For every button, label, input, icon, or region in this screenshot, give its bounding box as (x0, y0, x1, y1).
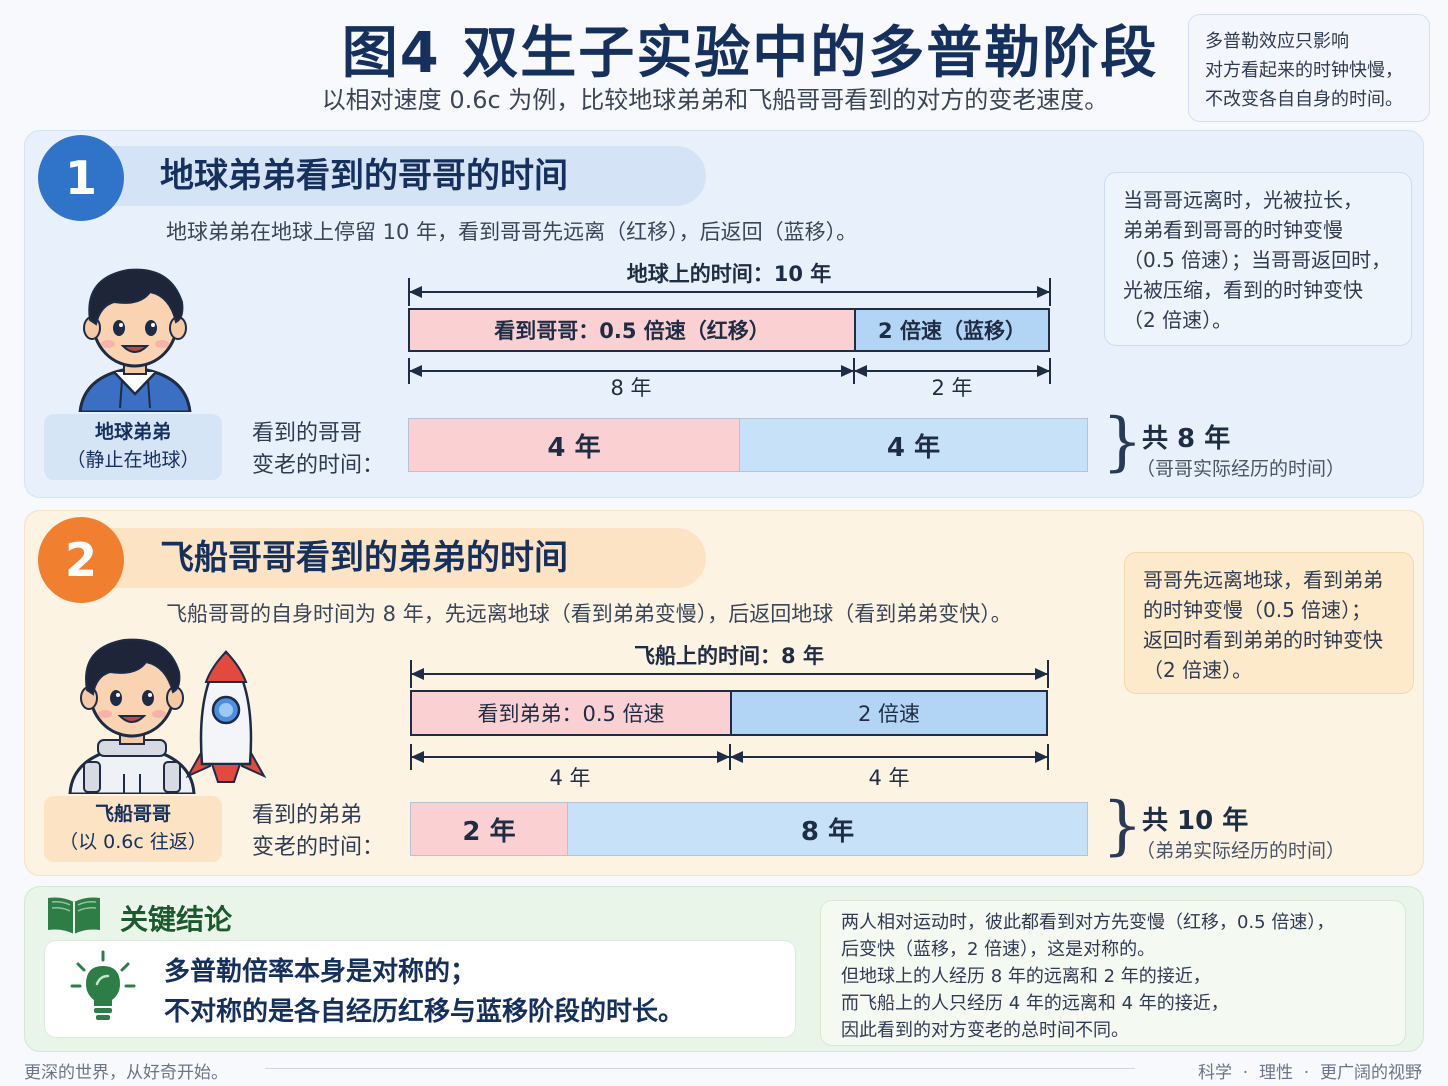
earth-aging-blue-segment: 4 年 (740, 418, 1088, 472)
conclusion-note-line: 但地球上的人经历 8 年的远离和 2 年的接近， (841, 966, 1211, 987)
header-note: 多普勒效应只影响 对方看起来的时钟快慢， 不改变各自自身的时间。 (1188, 14, 1430, 122)
section1-side-note-line: 当哥哥远离时，光被拉长， (1123, 188, 1363, 212)
earth-total-caption: （哥哥实际经历的时间） (1136, 458, 1346, 480)
footer-left: 更深的世界，从好奇开始。 (24, 1063, 228, 1083)
ship-aging-label-line: 看到的弟弟 (252, 803, 363, 828)
ship-brother-name: 飞船哥哥 (94, 803, 171, 825)
ship-redshift-duration: 4 年 (549, 766, 591, 790)
section1-number: 1 (38, 135, 124, 221)
rocket-icon (185, 650, 267, 783)
ship-aging-blue-segment: 8 年 (568, 802, 1088, 856)
section2-title: 飞船哥哥看到的弟弟的时间 (80, 528, 706, 588)
section2-side-note-line: 哥哥先远离地球，看到弟弟 (1143, 568, 1383, 592)
conclusion-note-line: 后变快（蓝移，2 倍速），这是对称的。 (841, 939, 1156, 960)
conclusion-note-line: 而飞船上的人只经历 4 年的远离和 4 年的接近， (841, 993, 1229, 1014)
earth-redshift-duration: 8 年 (610, 376, 652, 400)
ship-blueshift-bar: 2 倍速 (730, 690, 1048, 736)
earth-total-years: 共 8 年 (1142, 424, 1231, 454)
conclusion-main-line: 多普勒倍率本身是对称的； (164, 957, 477, 987)
header-note-line: 不改变各自自身的时间。 (1205, 89, 1403, 110)
ship-redshift-bar: 看到弟弟：0.5 倍速 (410, 690, 730, 736)
earth-aging-row-label: 看到的哥哥 变老的时间： (252, 418, 384, 482)
section1-side-note-line: （0.5 倍速）；当哥哥返回时， (1123, 248, 1392, 272)
earth-timeline-dimensions (408, 278, 1051, 384)
ship-total-caption: （弟弟实际经历的时间） (1136, 840, 1346, 862)
conclusion-note-line: 两人相对运动时，彼此都看到对方先变慢（红移，0.5 倍速）， (841, 912, 1335, 933)
conclusion-note: 两人相对运动时，彼此都看到对方先变慢（红移，0.5 倍速）， 后变快（蓝移，2 … (820, 900, 1406, 1046)
earth-total-brace: } (1102, 405, 1143, 479)
footer-divider (265, 1068, 1135, 1069)
ship-aging-red-segment: 2 年 (410, 802, 568, 856)
conclusion-title: 关键结论 (120, 903, 233, 936)
ship-aging-row-label: 看到的弟弟 变老的时间： (252, 800, 384, 864)
section2-side-note: 哥哥先远离地球，看到弟弟 的时钟变慢（0.5 倍速）； 返回时看到弟弟的时钟变快… (1124, 552, 1414, 694)
ship-brother-detail: （以 0.6c 往返） (59, 831, 207, 853)
conclusion-box (44, 940, 796, 1038)
earth-brother-name: 地球弟弟 (94, 421, 171, 443)
section2-description: 飞船哥哥的自身时间为 8 年，先远离地球（看到弟弟变慢），后返回地球（看到弟弟变… (166, 602, 1012, 626)
earth-brother-label: 地球弟弟 （静止在地球） (44, 414, 222, 480)
header-note-line: 多普勒效应只影响 (1205, 31, 1349, 52)
conclusion-main-text: 多普勒倍率本身是对称的； 不对称的是各自经历红移与蓝移阶段的时长。 (164, 952, 684, 1032)
header-note-line: 对方看起来的时钟快慢， (1205, 60, 1403, 81)
section1-description: 地球弟弟在地球上停留 10 年，看到哥哥先远离（红移），后返回（蓝移）。 (166, 220, 858, 244)
conclusion-note-line: 因此看到的对方变老的总时间不同。 (841, 1020, 1129, 1041)
ship-total-brace: } (1102, 789, 1143, 863)
ship-brother-avatar (68, 638, 196, 794)
earth-redshift-bar: 看到哥哥：0.5 倍速（红移） (408, 308, 854, 352)
earth-blueshift-duration: 2 年 (931, 376, 973, 400)
lightbulb-icon (70, 950, 136, 1020)
section2-side-note-line: 的时钟变慢（0.5 倍速）； (1143, 598, 1372, 622)
section2-side-note-line: （2 倍速）。 (1143, 658, 1253, 682)
section2-number: 2 (38, 517, 124, 603)
section1-side-note: 当哥哥远离时，光被拉长， 弟弟看到哥哥的时钟变慢 （0.5 倍速）；当哥哥返回时… (1104, 172, 1412, 346)
section1-side-note-line: 光被压缩，看到的时钟变快 (1123, 278, 1363, 302)
ship-timeline-title: 飞船上的时间：8 年 (634, 644, 824, 668)
earth-blueshift-bar: 2 倍速（蓝移） (854, 308, 1050, 352)
section1-title: 地球弟弟看到的哥哥的时间 (80, 146, 706, 206)
section2-side-note-line: 返回时看到弟弟的时钟变快 (1143, 628, 1383, 652)
earth-aging-label-line: 变老的时间： (252, 453, 385, 478)
earth-brother-detail: （静止在地球） (66, 449, 200, 471)
earth-timeline-title: 地球上的时间：10 年 (626, 262, 832, 286)
section1-side-note-line: 弟弟看到哥哥的时钟变慢 (1123, 218, 1343, 242)
footer-right: 科学 · 理性 · 更广阔的视野 (1197, 1063, 1422, 1083)
page-subtitle: 以相对速度 0.6c 为例，比较地球弟弟和飞船哥哥看到的对方的变老速度。 (321, 86, 1109, 114)
ship-total-years: 共 10 年 (1142, 806, 1249, 836)
page-title: 图4 双生子实验中的多普勒阶段 (341, 21, 1159, 86)
ship-aging-label-line: 变老的时间： (252, 835, 385, 860)
ship-timeline-dimensions (410, 660, 1049, 770)
section1-side-note-line: （2 倍速）。 (1123, 308, 1233, 332)
ship-blueshift-duration: 4 年 (868, 766, 910, 790)
book-icon (48, 897, 100, 934)
earth-aging-red-segment: 4 年 (408, 418, 740, 472)
conclusion-main-line: 不对称的是各自经历红移与蓝移阶段的时长。 (164, 997, 685, 1027)
earth-brother-avatar (78, 268, 192, 412)
ship-brother-label: 飞船哥哥 （以 0.6c 往返） (44, 796, 222, 862)
earth-aging-label-line: 看到的哥哥 (252, 421, 363, 446)
